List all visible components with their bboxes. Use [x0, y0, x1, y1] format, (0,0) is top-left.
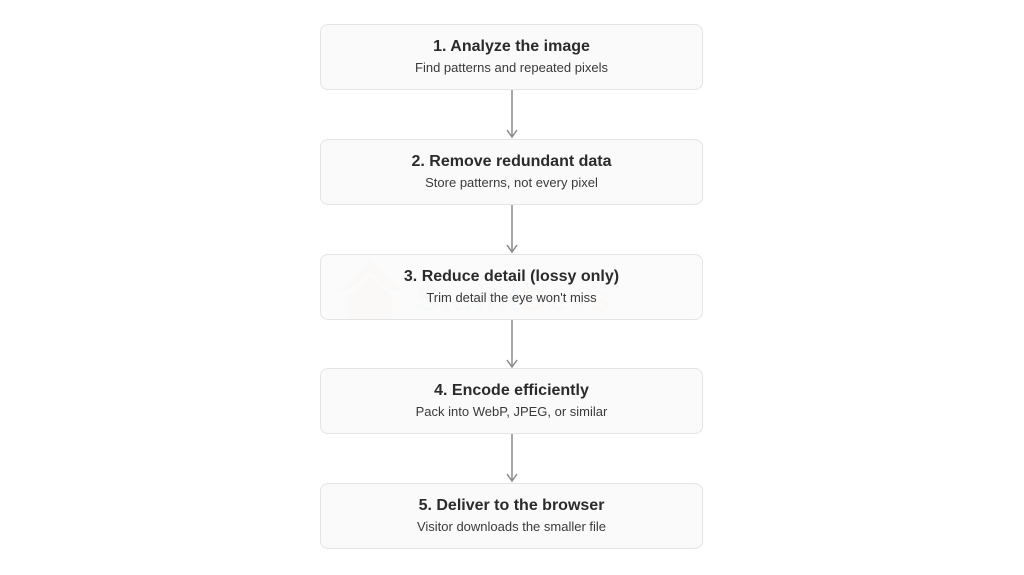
step-subtitle: Pack into WebP, JPEG, or similar: [415, 404, 608, 419]
step-box-5: 5. Deliver to the browser Visitor downlo…: [320, 483, 703, 549]
step-title: 4. Encode efficiently: [434, 382, 589, 399]
step-title: 2. Remove redundant data: [411, 153, 612, 170]
arrow-down-icon: [506, 434, 518, 483]
step-box-1: 1. Analyze the image Find patterns and r…: [320, 24, 703, 90]
step-box-2: 2. Remove redundant data Store patterns,…: [320, 139, 703, 205]
arrow-down-icon: [506, 205, 518, 254]
arrow-down-icon: [506, 90, 518, 139]
arrow-down-icon: [506, 320, 518, 369]
step-subtitle: Find patterns and repeated pixels: [415, 60, 608, 75]
step-box-4: 4. Encode efficiently Pack into WebP, JP…: [320, 368, 703, 434]
step-title: 1. Analyze the image: [433, 38, 590, 55]
step-subtitle: Visitor downloads the smaller file: [416, 519, 607, 534]
step-subtitle: Trim detail the eye won't miss: [426, 290, 597, 305]
step-subtitle: Store patterns, not every pixel: [425, 175, 598, 190]
step-title: 3. Reduce detail (lossy only): [403, 268, 620, 285]
step-title: 5. Deliver to the browser: [418, 497, 605, 514]
step-box-3: 3. Reduce detail (lossy only) Trim detai…: [320, 254, 703, 320]
